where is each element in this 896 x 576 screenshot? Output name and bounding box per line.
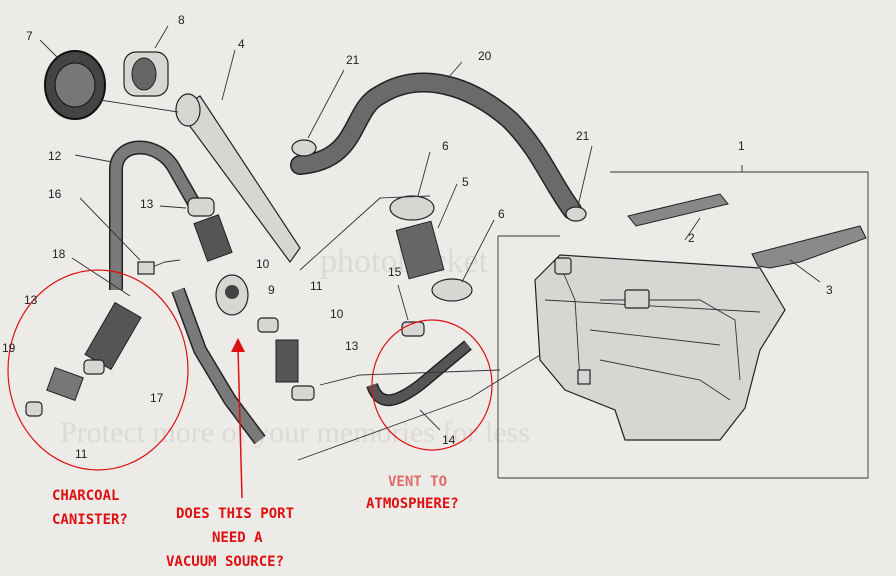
label-21a: 21: [346, 53, 360, 67]
label-8: 8: [178, 13, 185, 27]
hose-piece-10-upper: [193, 214, 233, 262]
label-17: 17: [150, 391, 164, 405]
label-2: 2: [688, 231, 695, 245]
clamp-13-mid: [159, 197, 215, 217]
charcoal-canister-circle: [7, 269, 189, 471]
label-7: 7: [26, 29, 33, 43]
label-13a: 13: [140, 197, 154, 211]
valve-9: [215, 274, 249, 316]
label-13c: 13: [345, 339, 359, 353]
label-6a: 6: [442, 139, 449, 153]
annotation-vent-line1: VENT TO: [388, 474, 447, 490]
clamp-11-left: [25, 401, 43, 417]
annotation-charcoal-line1: CHARCOAL: [52, 488, 119, 504]
label-6b: 6: [498, 207, 505, 221]
label-11a: 11: [310, 279, 323, 293]
label-15: 15: [388, 265, 402, 279]
label-12: 12: [48, 149, 62, 163]
watermark-tagline: Protect more of your memories for less: [60, 416, 530, 449]
label-3: 3: [826, 283, 833, 297]
fuel-cap-7: [39, 39, 179, 120]
clamp-13-lower: [291, 385, 315, 401]
annotation-vent-line2: ATMOSPHERE?: [366, 496, 459, 512]
vent-circle: [371, 319, 493, 451]
annotation-port-line1: DOES THIS PORT: [176, 506, 294, 522]
label-13b: 13: [24, 293, 38, 307]
label-1: 1: [738, 139, 745, 153]
filler-neck-4: [175, 49, 301, 264]
label-11b: 11: [75, 447, 88, 461]
clamp-13-left: [83, 359, 105, 375]
charcoal-canister-19: [46, 366, 84, 402]
tank-strap-2: [627, 193, 729, 241]
clamp-21-upper: [291, 69, 345, 157]
canister-hose-18: [71, 257, 142, 371]
annotation-port-line2: NEED A: [212, 530, 263, 546]
label-20: 20: [478, 49, 492, 63]
label-19: 19: [2, 341, 16, 355]
label-4: 4: [238, 37, 245, 51]
vacuum-port-arrow: [231, 338, 245, 499]
fuel-tank-group-frame: [497, 165, 869, 479]
hose-piece-10-lower: [275, 339, 299, 383]
hose-5-with-clamps-6: [389, 151, 495, 302]
annotation-port-line3: VACUUM SOURCE?: [166, 554, 284, 570]
fitting-16: [79, 197, 155, 275]
label-16: 16: [48, 187, 62, 201]
label-18: 18: [52, 247, 66, 261]
label-21b: 21: [576, 129, 590, 143]
vent-hose-12: [109, 140, 202, 290]
label-5: 5: [462, 175, 469, 189]
clamp-21-right: [565, 145, 593, 222]
clamp-11-mid: [257, 317, 279, 333]
label-10a: 10: [256, 257, 270, 271]
annotation-charcoal-line2: CANISTER?: [52, 512, 128, 528]
tank-bracket-3: [751, 225, 867, 283]
neck-adapter-8: [123, 25, 169, 97]
label-14: 14: [442, 433, 456, 447]
fuel-tank: [534, 254, 786, 441]
label-9: 9: [268, 283, 275, 297]
label-10b: 10: [330, 307, 344, 321]
